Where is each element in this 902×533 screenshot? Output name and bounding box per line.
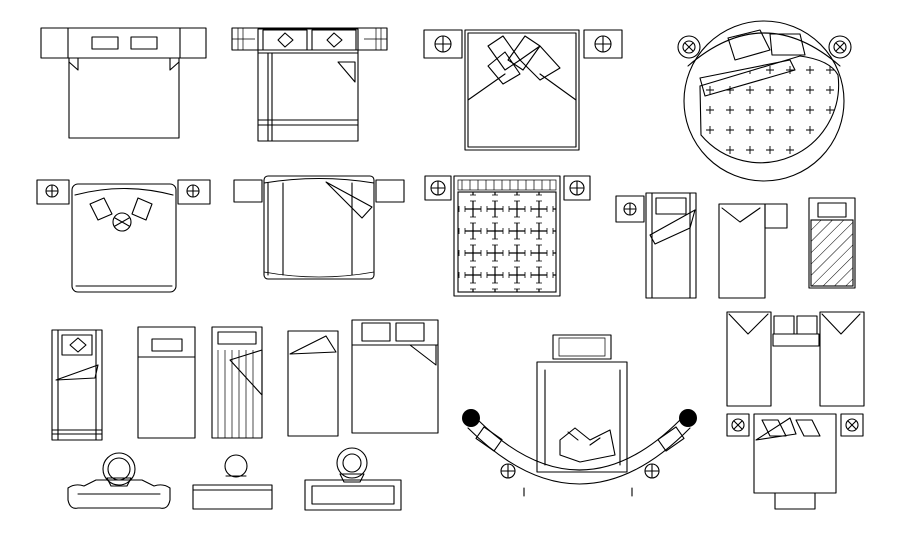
twin-beds-and-double-bed-set [726, 311, 865, 510]
round-bed-with-quilt [677, 20, 852, 182]
single-bed-striped [211, 326, 263, 439]
single-bed-folded-corner [718, 203, 788, 299]
double-bed-with-bolster-pillows [36, 179, 211, 293]
bench-with-chair [304, 447, 402, 511]
single-bed-hatched-cover [808, 197, 856, 289]
curved-bedroom-layout [462, 334, 697, 497]
single-bed-plain [137, 326, 196, 439]
single-bed-with-side-table [615, 192, 697, 299]
double-bed-draped-cover [233, 175, 405, 280]
double-bed-two-pillows [351, 319, 439, 434]
single-bed-folded-sheet [287, 330, 339, 437]
double-bed-with-wood-headboard [231, 27, 388, 142]
chaise-sofa [67, 452, 171, 509]
double-bed-with-headboard-panel [40, 27, 207, 139]
double-bed-with-tufted-pillows [423, 29, 623, 151]
single-bed-twin-frame [51, 329, 103, 441]
double-bed-patterned-quilt [424, 175, 591, 297]
bench-with-stool [192, 454, 273, 510]
